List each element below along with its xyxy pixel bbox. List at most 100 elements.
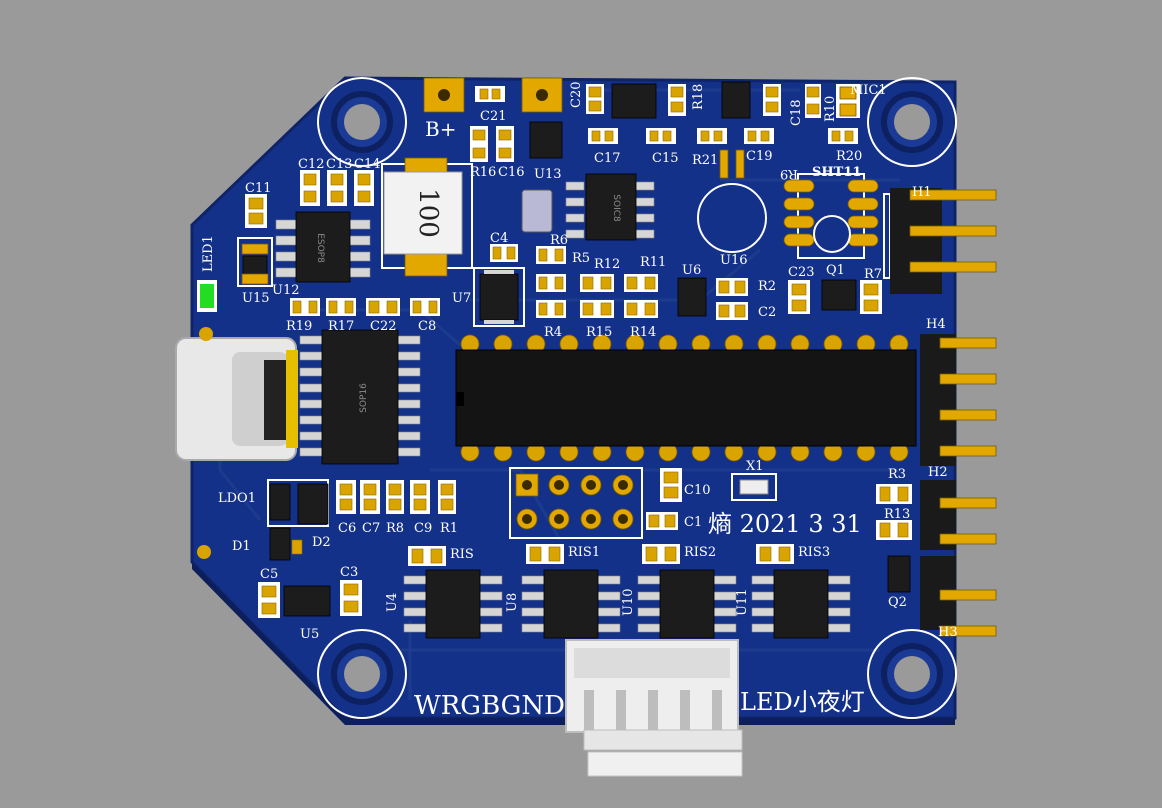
label-c14: C14: [354, 157, 381, 172]
label-u7: U7: [452, 291, 471, 306]
label-c15: C15: [652, 151, 679, 166]
label-d1: D1: [232, 539, 251, 554]
label-c16: C16: [498, 165, 525, 180]
u5-area: [258, 580, 362, 618]
label-c18: C18: [789, 100, 804, 127]
label-u13: U13: [534, 167, 562, 182]
label-c21: C21: [480, 109, 507, 124]
inductor-value: 100: [413, 188, 443, 238]
label-r19: R19: [286, 319, 312, 334]
label-ris2: RIS2: [684, 545, 716, 560]
label-q1: Q1: [826, 263, 845, 278]
label-c13: C13: [326, 157, 353, 172]
label-x1: X1: [746, 459, 764, 474]
chip-esop8: ESOP8: [275, 211, 371, 283]
chip-u10: [637, 569, 737, 639]
label-c2: C2: [758, 305, 776, 320]
passives-top: [470, 84, 860, 162]
resistor-cluster: [490, 244, 882, 320]
label-c23: C23: [788, 265, 815, 280]
label-c5: C5: [260, 567, 278, 582]
usb-c-connector: [175, 337, 298, 461]
label-ris3: RIS3: [798, 545, 830, 560]
label-c12: C12: [298, 157, 325, 172]
u15-outline: [237, 237, 273, 287]
label-c1: C1: [684, 515, 702, 530]
label-c19: C19: [746, 149, 773, 164]
passives-row-r19: [290, 298, 440, 316]
package-label-soic8: SOIC8: [611, 194, 621, 222]
header-h3: [887, 555, 997, 637]
label-r11: R11: [640, 255, 666, 270]
mounting-hole-br: [867, 629, 957, 719]
label-r1: R1: [440, 521, 458, 536]
caps-c6-r1: [336, 480, 456, 514]
label-c3: C3: [340, 565, 358, 580]
label-u10: U10: [621, 589, 636, 617]
mcu-dip: [455, 334, 917, 462]
label-u16: U16: [720, 253, 748, 268]
label-r16: R16: [470, 165, 496, 180]
label-u5: U5: [300, 627, 319, 642]
chip-u13: [529, 121, 563, 159]
label-r5: R5: [572, 251, 590, 266]
label-mic1: MIC1: [850, 83, 887, 98]
label-r20: R20: [836, 149, 862, 164]
crystal: [521, 189, 553, 233]
label-r17: R17: [328, 319, 354, 334]
ris-resistors: [408, 544, 794, 566]
label-r14: R14: [630, 325, 656, 340]
u16-outline: [697, 183, 767, 253]
label-h3: H3: [938, 625, 958, 640]
label-u6: U6: [682, 263, 701, 278]
chip-sop16: SOP16: [299, 329, 421, 465]
label-r4: R4: [544, 325, 562, 340]
label-r6: R6: [550, 233, 568, 248]
label-ris: RIS: [450, 547, 474, 562]
chip-u6: [677, 277, 707, 317]
label-r15: R15: [586, 325, 612, 340]
label-r21: R21: [692, 153, 718, 168]
chip-u4: [403, 569, 503, 639]
chip-top-1: [611, 83, 657, 119]
b-plus-label: B+: [425, 117, 456, 141]
footer-label: LED小夜灯: [740, 688, 865, 716]
label-c8: C8: [418, 319, 436, 334]
header-h2: [876, 480, 997, 550]
label-q2: Q2: [888, 595, 907, 610]
package-label-sop16: SOP16: [359, 383, 369, 413]
chip-soic8-top: SOIC8: [565, 173, 655, 241]
label-r7: R7: [864, 267, 882, 282]
label-r2: R2: [758, 279, 776, 294]
header-h1: [883, 188, 997, 294]
label-c6: C6: [338, 521, 356, 536]
chip-u11: [751, 569, 851, 639]
wrgb-connector: [565, 639, 743, 777]
chip-u8: [521, 569, 621, 639]
label-r3: R3: [888, 467, 906, 482]
label-u8: U8: [505, 593, 520, 612]
date-label: 熵 2021 3 31: [708, 510, 862, 538]
label-u12: U12: [272, 283, 300, 298]
label-h4: H4: [926, 317, 946, 332]
label-d2: D2: [312, 535, 331, 550]
label-c20: C20: [569, 82, 584, 109]
label-ris1: RIS1: [568, 545, 600, 560]
label-c7: C7: [362, 521, 380, 536]
label-c11: C11: [245, 181, 272, 196]
mounting-hole-bl: [317, 629, 407, 719]
label-h2: H2: [928, 465, 948, 480]
mounting-hole-tr: [867, 77, 957, 167]
label-c10: C10: [684, 483, 711, 498]
crystal-x1: [731, 473, 777, 501]
label-c22: C22: [370, 319, 397, 334]
label-sht11: SHT11: [812, 165, 861, 180]
wrgbgnd-label: WRGBGND: [414, 691, 565, 721]
label-r13: R13: [884, 507, 910, 522]
inductor-100: 100: [381, 157, 473, 277]
label-r12: R12: [594, 257, 620, 272]
led1-green: [200, 284, 214, 308]
label-c9: C9: [414, 521, 432, 536]
label-c4: C4: [490, 231, 508, 246]
